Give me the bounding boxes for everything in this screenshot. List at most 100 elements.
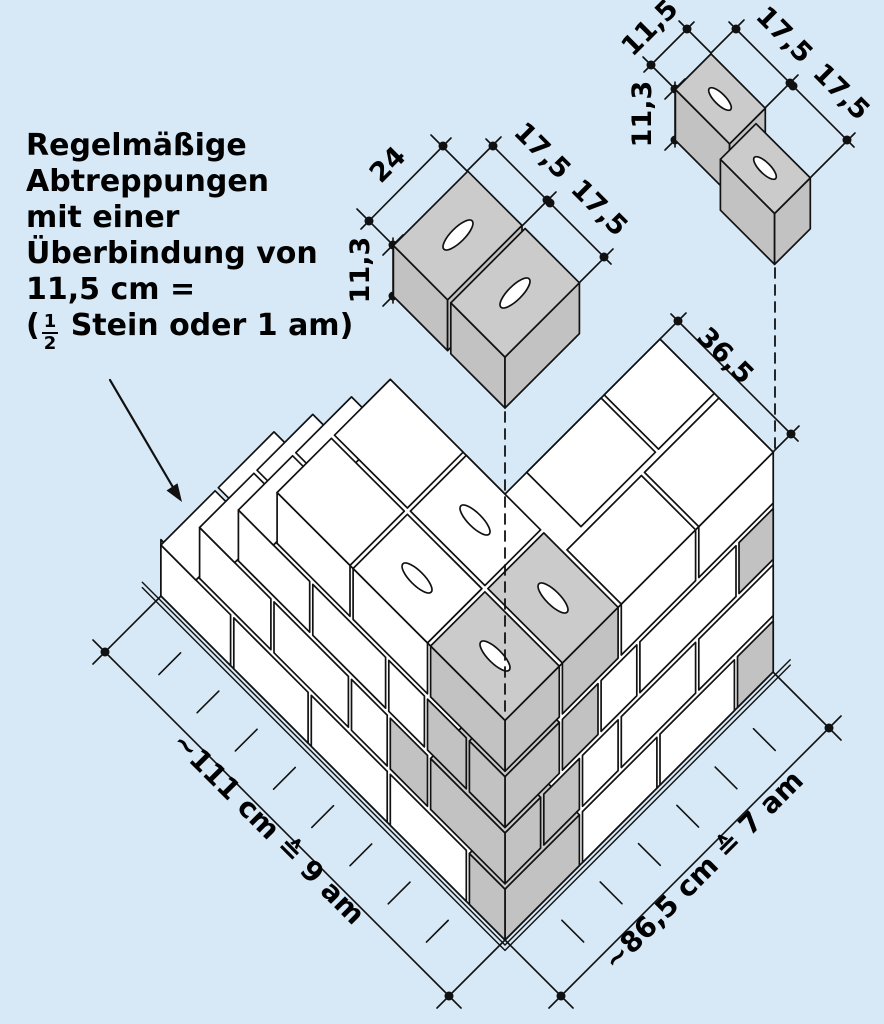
dimension-dot	[682, 24, 692, 34]
am-tick	[196, 690, 220, 714]
wall-brick-face	[311, 583, 387, 709]
annotation-line6-prefix: (	[26, 308, 40, 343]
annotation-line6-suffix: Stein oder 1 am)	[60, 308, 354, 343]
corner-brick-face	[561, 682, 599, 771]
fraction-denominator: 2	[43, 332, 57, 354]
am-tick	[272, 766, 297, 790]
annotation-line-4: Überbindung von	[26, 236, 318, 271]
dimension-dot	[599, 252, 609, 262]
dimension-dot	[731, 24, 741, 34]
brick-top	[276, 437, 406, 567]
brick-frog	[442, 219, 474, 251]
am-tick	[561, 919, 585, 943]
corner-brick-face	[736, 620, 775, 709]
dim-label-17-5-c: 17,5	[749, 0, 818, 69]
brick-frog	[707, 86, 733, 112]
wall-brick-face	[310, 694, 389, 824]
dimension-line	[578, 248, 614, 284]
brick-frog	[752, 155, 778, 181]
annotation-line-5: 11,5 cm =	[26, 272, 196, 307]
annotation-arrow-line	[108, 378, 176, 491]
dimension-dot	[824, 723, 834, 733]
am-tick	[425, 919, 449, 943]
dimension-line	[670, 313, 799, 442]
wall-brick-face	[350, 678, 389, 767]
dim-label-11-5: 11,5	[615, 0, 684, 63]
wall-brick-face	[198, 526, 272, 651]
dimension-dot	[673, 316, 683, 326]
dim-label-17-5-b: 17,5	[564, 173, 633, 242]
wall-brick-face	[600, 644, 638, 733]
corner-brick-face	[542, 757, 581, 846]
wall-brick-face	[232, 617, 309, 744]
base-slab-line	[141, 581, 506, 946]
am-tick	[676, 804, 700, 828]
brick-top	[525, 397, 657, 528]
dimension-line	[678, 20, 712, 54]
dimension-line	[710, 19, 745, 54]
dimension-dot	[438, 141, 448, 151]
am-tick	[387, 881, 411, 905]
dimension-dot	[444, 991, 454, 1001]
wall-brick-face	[237, 509, 311, 634]
geometry-layer	[92, 19, 856, 1009]
brick-frog	[537, 582, 569, 614]
wall-brick-face	[160, 544, 232, 667]
corner-brick-face	[738, 507, 775, 595]
corner-brick-face	[426, 698, 468, 790]
dimension-line	[772, 425, 800, 453]
am-tick	[311, 804, 335, 829]
wall-brick-face	[639, 544, 737, 694]
dim-label-11-3-right: 11,3	[627, 81, 658, 148]
dimension-dot	[788, 81, 798, 91]
dimension-line	[360, 137, 452, 230]
base-slab-line	[504, 659, 791, 946]
dimension-dot	[842, 135, 852, 145]
dimension-line	[466, 136, 502, 172]
wall-brick-face	[387, 659, 426, 748]
dim-label-17-5-a: 17,5	[507, 116, 576, 185]
annotation-arrow-head	[166, 483, 182, 502]
dimension-line	[659, 312, 687, 340]
dimension-line	[521, 191, 557, 227]
wall-brick-face	[697, 563, 775, 691]
dimension-dot	[786, 429, 796, 439]
wall-brick-face	[581, 736, 658, 864]
am-tick	[158, 652, 182, 676]
brick-frog	[479, 640, 511, 672]
dimension-line	[430, 134, 468, 172]
dim-label-11-3-left: 11,3	[345, 237, 376, 304]
dimension-dot	[100, 647, 110, 657]
brick-top	[333, 378, 464, 509]
dimension-dot	[545, 198, 555, 208]
base-slab-line	[504, 664, 791, 952]
brick-frog	[459, 504, 491, 536]
dimension-line	[92, 639, 462, 1009]
am-tick	[599, 881, 623, 905]
dimension-dot	[364, 216, 374, 226]
brick-top	[643, 397, 775, 528]
dimension-dot	[556, 991, 566, 1001]
dimension-line	[356, 208, 394, 246]
brick-frog	[401, 562, 433, 594]
am-tick	[637, 842, 662, 867]
wall-brick-face	[581, 718, 619, 808]
annotation-line-1: Regelmäßige	[26, 128, 247, 163]
am-tick	[752, 727, 776, 752]
corner-brick-face	[389, 717, 429, 808]
wall-brick-face	[659, 658, 736, 786]
dimension-dot	[488, 141, 498, 151]
wall-brick-face	[273, 601, 350, 729]
annotation-text: Regelmäßige Abtreppungen mit einer Überb…	[26, 128, 396, 352]
dimension-dot	[646, 60, 656, 70]
base-slab-line	[141, 586, 506, 952]
wall-brick-face	[389, 773, 468, 903]
annotation-line-3: mit einer	[26, 200, 180, 235]
dim-label-17-5-d: 17,5	[806, 57, 875, 126]
wall-brick-face	[620, 641, 697, 769]
dimension-line	[548, 715, 842, 1009]
am-tick	[349, 843, 373, 867]
